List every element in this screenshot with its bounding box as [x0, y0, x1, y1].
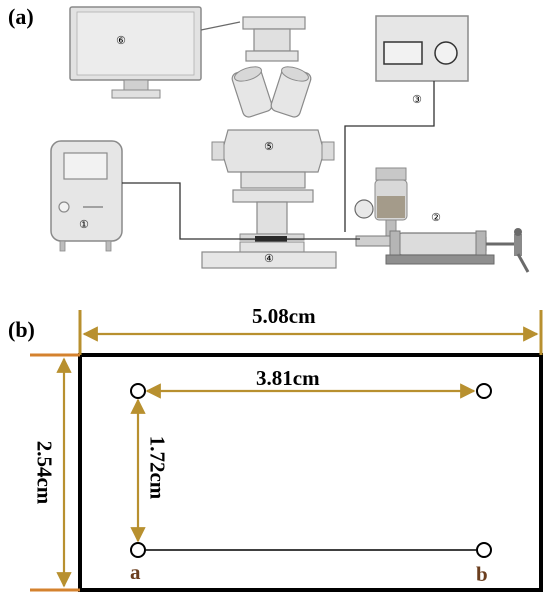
- electrode-top-left: [130, 383, 146, 399]
- point-a-label: a: [130, 560, 141, 584]
- marker-2: ②: [431, 211, 441, 224]
- microscope-icon: [201, 16, 337, 269]
- width-label: 5.08cm: [252, 304, 316, 328]
- electrode-b: [476, 542, 492, 558]
- power-supply-icon: [50, 140, 123, 252]
- marker-6: ⑥: [116, 34, 126, 47]
- panel-b-electrode-layout: [30, 310, 543, 592]
- panel-b-label: (b): [8, 317, 35, 342]
- monitor-cable: [200, 21, 241, 31]
- panel-a-label: (a): [8, 4, 34, 29]
- controller-icon: [375, 15, 469, 82]
- monitor-icon: [69, 6, 202, 99]
- point-b-label: b: [476, 562, 488, 586]
- marker-4: ④: [264, 252, 274, 265]
- electrode-a: [130, 542, 146, 558]
- marker-1: ①: [79, 218, 89, 231]
- marker-5: ⑤: [264, 140, 274, 153]
- syringe-pump-icon: [354, 167, 530, 273]
- panel-a-apparatus: [50, 6, 530, 273]
- marker-3: ③: [412, 93, 422, 106]
- controller-cable: [344, 81, 435, 232]
- height-label: 2.54cm: [32, 440, 57, 505]
- power-cable: [122, 182, 256, 240]
- electrode-top-right: [476, 383, 492, 399]
- sample-rectangle: [78, 353, 543, 592]
- vertical-spacing-label: 1.72cm: [145, 435, 170, 500]
- spacing-label: 3.81cm: [256, 366, 320, 390]
